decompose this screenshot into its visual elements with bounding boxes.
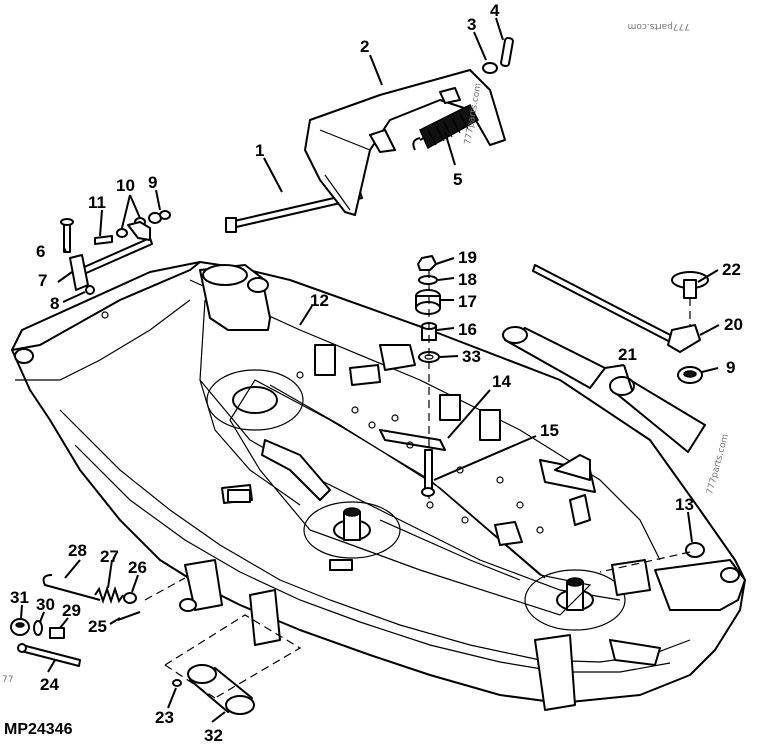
rod-part-1 [225,191,363,233]
callout-25: 25 [88,617,107,636]
mower-deck [11,261,746,711]
callout-20: 20 [724,315,743,334]
callout-31: 31 [10,588,29,607]
callout-15: 15 [540,421,559,440]
figure-code: MP24346 [4,721,73,738]
callout-26: 26 [128,558,147,577]
callout-4: 4 [490,1,500,20]
callout-21: 21 [618,345,637,364]
callout-28: 28 [68,541,87,560]
callout-6: 6 [36,242,45,261]
callout-9b: 9 [726,358,735,377]
callout-19: 19 [458,248,477,267]
spring-part-5 [412,104,480,151]
callout-27: 27 [100,547,119,566]
watermark-top-right: 777parts.com [628,21,690,31]
callout-3: 3 [467,15,476,34]
watermark-left: 77 [2,675,13,685]
callout-14: 14 [492,372,511,391]
callout-1: 1 [255,141,264,160]
roller-part-32 [164,614,302,715]
link-assembly-left [60,210,171,295]
callout-16: 16 [458,320,477,339]
callout-17: 17 [458,292,477,311]
callout-18: 18 [458,270,477,289]
callout-32: 32 [204,726,223,745]
leader-lines [20,17,720,723]
callout-7: 7 [38,271,47,290]
callout-10: 10 [116,176,135,195]
callout-33: 33 [462,347,481,366]
callout-22: 22 [722,260,741,279]
callout-29: 29 [62,601,81,620]
pin-part-4 [500,36,514,68]
nut-part-13 [599,542,705,573]
nut-part-3 [482,62,498,74]
rollers-part-21 [502,326,706,453]
spindle-stack-parts [415,255,441,500]
lower-left-parts [10,574,186,667]
callout-9a: 9 [148,173,157,192]
discharge-chute-part-2 [304,69,506,216]
callout-30: 30 [36,595,55,614]
callout-23: 23 [155,708,174,727]
callout-13: 13 [675,495,694,514]
callout-12: 12 [310,291,329,310]
rear-rod-part-20 [532,264,709,384]
callout-5: 5 [453,170,462,189]
callout-labels: 1 2 3 4 5 6 7 8 9 9 10 11 12 13 14 15 16… [10,1,743,745]
callout-24: 24 [40,675,59,694]
callout-2: 2 [360,37,369,56]
callout-11: 11 [88,193,106,212]
watermark-right: 777parts.com [705,433,731,496]
callout-8: 8 [50,294,59,313]
